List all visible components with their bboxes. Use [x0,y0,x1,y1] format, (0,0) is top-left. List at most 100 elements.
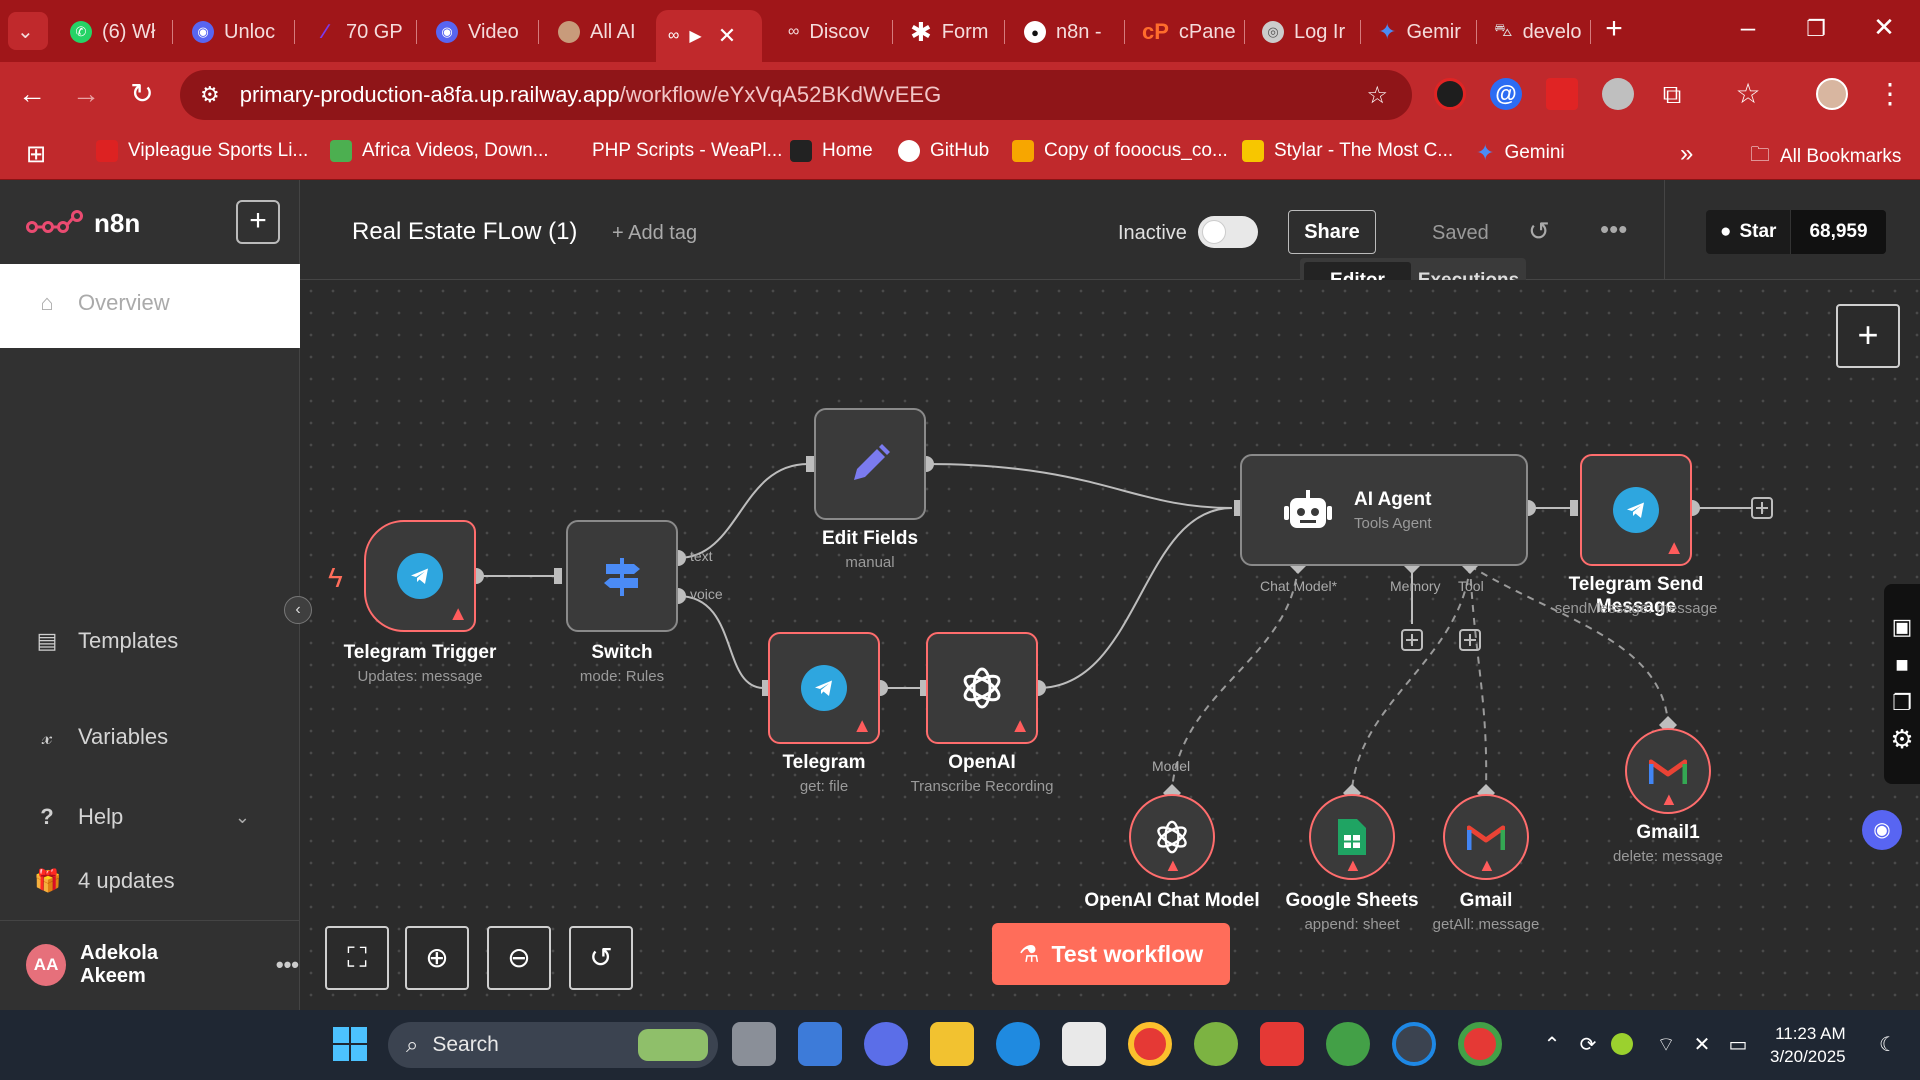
url-bar[interactable]: ⚙ primary-production-a8fa.up.railway.app… [180,70,1412,120]
notifications-icon[interactable]: ☾ [1879,1033,1897,1056]
file-explorer-icon[interactable] [930,1022,974,1066]
reading-list-icon[interactable]: ☆ [1735,78,1761,109]
at-extension-icon[interactable]: @ [1490,78,1522,110]
tab-discover[interactable]: ∞ Discov [776,10,886,54]
taskbar-search[interactable]: ⌕ Search [388,1022,718,1068]
widgets-icon[interactable] [798,1022,842,1066]
collapse-sidebar-button[interactable]: ‹ [284,596,312,624]
all-bookmarks[interactable]: 🗀All Bookmarks [1750,140,1901,174]
history-icon[interactable]: ↺ [1528,216,1550,246]
node-gmail1[interactable]: ▲ [1625,728,1711,814]
github-star-button[interactable]: ●Star 68,959 [1706,210,1886,254]
sidebar-item-templates[interactable]: ▤ Templates [34,628,179,654]
tab-form[interactable]: ✱ Form [898,10,998,54]
tab-search-button[interactable]: ⌄ [8,12,48,50]
volume-muted-icon[interactable]: ✕ [1693,1033,1711,1056]
active-toggle[interactable] [1198,216,1258,248]
tab-gemini[interactable]: ✦ Gemir [1366,10,1472,54]
video-icon[interactable]: ■ [1895,652,1909,677]
tab-login[interactable]: ◎ Log Ir [1250,10,1354,54]
user-menu[interactable]: AA Adekola Akeem ••• [26,942,299,988]
node-openai-chat-model[interactable]: ▲ [1129,794,1215,880]
bookmark-github[interactable]: GitHub [898,140,989,162]
reload-icon[interactable]: ↻ [130,78,154,109]
more-actions-icon[interactable]: ••• [1600,214,1628,244]
node-switch[interactable] [566,520,678,632]
tab-70gp[interactable]: ∕ 70 GP [302,10,406,54]
assistant-bot-icon[interactable]: ◉ [1862,810,1902,850]
node-telegram[interactable]: ▲ [768,632,880,744]
tab-whatsapp[interactable]: ✆ (6) Wł [58,10,162,54]
clock[interactable]: 11:23 AM 3/20/2025 [1770,1022,1846,1068]
apps-grid-icon[interactable]: ⊞ [26,141,47,168]
battery-icon[interactable]: ▭ [1728,1033,1748,1056]
chrome-colorful-icon[interactable] [1194,1022,1238,1066]
edge-icon[interactable] [996,1022,1040,1066]
forward-icon[interactable]: → [72,78,100,109]
node-telegram-trigger[interactable]: ▲ [364,520,476,632]
browser-menu-icon[interactable]: ⋮ [1876,78,1904,109]
share-button[interactable]: Share [1288,210,1376,254]
screen-recorder-icon[interactable] [1546,78,1578,110]
more-bookmarks-icon[interactable]: » [1680,140,1694,167]
minimize-icon[interactable]: – [1740,12,1756,42]
sidebar-item-updates[interactable]: 🎁 4 updates [34,868,175,894]
bookmark-vipleague[interactable]: Vipleague Sports Li... [96,140,308,162]
tab-develo[interactable]: ⛍ develo [1482,10,1586,54]
test-workflow-button[interactable]: ⚗ Test workflow [992,923,1230,985]
back-icon[interactable]: ← [18,78,46,109]
close-window-icon[interactable]: ✕ [1873,12,1895,42]
bookmark-fooocus[interactable]: Copy of fooocus_co... [1012,140,1228,162]
fit-view-button[interactable]: ⛶ [325,926,389,990]
extensions-puzzle-icon[interactable]: ⧉ [1662,79,1682,109]
site-settings-icon[interactable]: ⚙ [200,82,220,107]
new-tab-icon[interactable]: + [1605,12,1623,45]
sidebar-item-help[interactable]: ? Help ⌄ [34,804,250,830]
bookmark-gemini[interactable]: ✦Gemini [1476,140,1565,166]
tab-all-ai[interactable]: All AI [546,10,650,54]
tray-chevron-up-icon[interactable]: ⌃ [1543,1033,1561,1056]
bookmark-home[interactable]: Home [790,140,873,162]
bookmark-africa-videos[interactable]: Africa Videos, Down... [330,140,549,162]
add-tag-button[interactable]: + Add tag [612,222,698,244]
profile-avatar[interactable] [1816,78,1848,110]
node-gmail[interactable]: ▲ [1443,794,1529,880]
zoom-in-button[interactable]: ⊕ [405,926,469,990]
bookmark-php-scripts[interactable]: PHP Scripts - WeaPl... [592,140,782,162]
sync-icon[interactable]: ⟳ [1579,1033,1597,1056]
tab-cpanel[interactable]: cP cPane [1130,10,1240,54]
windows-start-icon[interactable] [328,1022,372,1066]
tab-video[interactable]: ◉ Video [424,10,528,54]
bookmark-stylar[interactable]: Stylar - The Most C... [1242,140,1453,162]
extension-icon[interactable] [1434,78,1466,110]
wifi-icon[interactable]: ⌔ [1656,1033,1676,1056]
chrome-profile-icon[interactable] [1326,1022,1370,1066]
more-options-icon[interactable]: ••• [275,952,299,977]
teams-chat-icon[interactable] [864,1022,908,1066]
tab-n8n-active[interactable]: ∞ ▶ ✕ [656,10,762,62]
sidebar-item-variables[interactable]: 𝓍 Variables [34,724,168,750]
node-ai-agent[interactable]: AI Agent Tools Agent [1240,454,1528,566]
node-google-sheets[interactable]: ▲ [1309,794,1395,880]
reset-zoom-button[interactable]: ↺ [569,926,633,990]
create-button[interactable]: + [236,200,280,244]
node-edit-fields[interactable] [814,408,926,520]
zoom-out-button[interactable]: ⊖ [487,926,551,990]
wps-office-icon[interactable] [1260,1022,1304,1066]
restore-icon[interactable]: ❐ [1806,16,1826,41]
bookmark-star-icon[interactable]: ☆ [1366,81,1388,109]
n8n-logo[interactable]: n8n [26,208,140,239]
add-node-button[interactable]: + [1836,304,1900,368]
close-tab-icon[interactable]: ✕ [717,23,737,48]
workflow-title[interactable]: Real Estate FLow (1) [352,218,578,245]
tab-unlock[interactable]: ◉ Unloc [180,10,284,54]
node-telegram-send-message[interactable]: ▲ [1580,454,1692,566]
chrome-active-icon[interactable] [1392,1022,1436,1066]
camera-icon[interactable]: ▣ [1891,614,1913,639]
task-view-icon[interactable] [732,1022,776,1066]
globe-extension-icon[interactable] [1602,78,1634,110]
chrome-other-icon[interactable] [1458,1022,1502,1066]
sidebar-item-overview[interactable]: ⌂ Overview [0,264,300,348]
microsoft-store-icon[interactable] [1062,1022,1106,1066]
window-icon[interactable]: ❐ [1892,690,1912,715]
